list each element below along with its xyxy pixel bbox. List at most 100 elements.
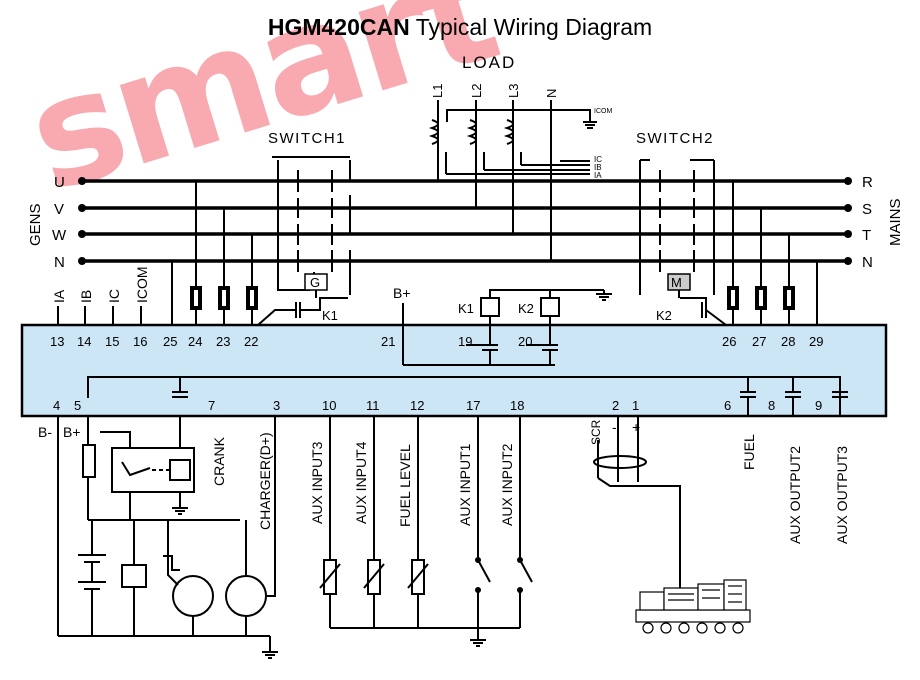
fuse-inner	[194, 290, 791, 306]
bus-lines	[82, 179, 848, 263]
gens-line-u: U	[54, 174, 65, 191]
gens-line-n: N	[54, 254, 65, 271]
aux-input-wiring	[319, 416, 533, 647]
crank-label: CRANK	[211, 436, 227, 486]
terminal-14: 14	[77, 334, 91, 349]
relay-k2-label: K2	[518, 301, 534, 316]
terminal-8: 8	[768, 398, 775, 413]
scr-plus-label: +	[632, 419, 640, 435]
terminal-10: 10	[322, 398, 336, 413]
aux-input3-label: AUX INPUT3	[309, 441, 325, 524]
k2-output-wiring	[678, 290, 727, 326]
title-text: Typical Wiring Diagram	[409, 14, 653, 40]
load-phase-l2: L2	[469, 84, 484, 98]
switch1-contacts	[272, 156, 351, 295]
terminal-12: 12	[410, 398, 424, 413]
input-label-icom: ICOM	[134, 266, 150, 303]
terminal-23: 23	[216, 334, 230, 349]
title-model: HGM420CAN	[267, 14, 410, 40]
relay-k1-label: K1	[458, 301, 474, 316]
ct-label-ib: IB	[594, 163, 602, 172]
battery-crank-wiring	[57, 416, 278, 659]
crank-relay	[121, 459, 191, 586]
relay-k2-coil	[540, 297, 560, 317]
terminal-13: 13	[50, 334, 64, 349]
mains-line-t: T	[862, 227, 871, 244]
switch1-label: SWITCH1	[268, 130, 346, 147]
mains-line-r: R	[862, 174, 873, 191]
switch2-m-label: M	[671, 275, 682, 290]
terminal-3: 3	[273, 398, 280, 413]
ct-label-icom: ICOM	[594, 108, 612, 115]
switch1-g-label: G	[310, 275, 320, 290]
k2-switch-label: K2	[656, 308, 672, 323]
terminal-4: 4	[53, 398, 60, 413]
mains-line-s: S	[862, 201, 872, 218]
terminal-19: 19	[458, 334, 472, 349]
terminal-2: 2	[612, 398, 619, 413]
battery-minus-label: B-	[38, 424, 52, 440]
diagram-title: HGM420CAN Typical Wiring Diagram	[0, 14, 920, 41]
terminal-18: 18	[510, 398, 524, 413]
terminal-1: 1	[632, 398, 639, 413]
battery-plus-label: B+	[63, 424, 81, 440]
terminal-16: 16	[133, 334, 147, 349]
gens-label: GENS	[27, 203, 44, 246]
terminal-7: 7	[208, 398, 215, 413]
terminal-11: 11	[366, 398, 380, 413]
scr-minus-label: -	[612, 419, 617, 435]
aux-output2-label: AUX OUTPUT2	[787, 446, 803, 544]
aux-input4-label: AUX INPUT4	[353, 441, 369, 524]
terminal-15: 15	[105, 334, 119, 349]
terminal-22: 22	[244, 334, 258, 349]
terminal-6: 6	[724, 398, 731, 413]
switch2-label: SWITCH2	[636, 130, 714, 147]
terminal-24: 24	[188, 334, 202, 349]
output-wiring	[747, 397, 841, 416]
genset-icon	[635, 579, 751, 634]
terminal-17: 17	[466, 398, 480, 413]
ct-label-ic: IC	[594, 155, 602, 164]
k1-output-wiring	[257, 290, 348, 326]
ct-label-ia: IA	[594, 171, 602, 180]
aux-output3-label: AUX OUTPUT3	[834, 446, 850, 544]
input-label-ib: IB	[78, 290, 94, 303]
terminal-5: 5	[74, 398, 81, 413]
ground-icon	[583, 113, 597, 129]
bus-terminals	[78, 177, 852, 265]
load-label: LOAD	[462, 53, 516, 72]
fuel-level-label: FUEL LEVEL	[397, 444, 413, 527]
terminal-20: 20	[518, 334, 532, 349]
current-transformers	[428, 109, 591, 175]
load-phase-l1: L1	[430, 84, 445, 98]
bottom-terminal-numbers: 4 5 7 3 10 11 12 17 18 2 1 6 8 9	[53, 398, 822, 413]
relay-ground-icon	[596, 290, 612, 301]
gens-line-v: V	[54, 201, 64, 218]
input-label-ia: IA	[51, 289, 67, 303]
terminal-27: 27	[752, 334, 766, 349]
charger-label: CHARGER(D+)	[257, 432, 273, 530]
relay-bplus-label: B+	[393, 285, 411, 301]
switch2-contacts	[639, 159, 715, 295]
aux-input-dots	[475, 557, 523, 593]
relay-k1-coil	[480, 297, 500, 317]
mains-line-n: N	[862, 254, 873, 271]
gens-line-w: W	[52, 227, 67, 244]
k1-switch-label: K1	[322, 308, 338, 323]
scr-label: SCR	[589, 419, 603, 445]
fuel-label: FUEL	[741, 434, 757, 470]
top-terminal-numbers: 13 14 15 16 25 24 23 22 21 19 20 26 27 2…	[50, 334, 823, 349]
terminal-25: 25	[163, 334, 177, 349]
terminal-29: 29	[809, 334, 823, 349]
terminal-9: 9	[815, 398, 822, 413]
load-phase-l3: L3	[506, 84, 521, 98]
terminal-28: 28	[781, 334, 795, 349]
input-label-ic: IC	[106, 289, 122, 303]
terminal-26: 26	[722, 334, 736, 349]
scr-wiring	[593, 416, 681, 590]
aux-input1-label: AUX INPUT1	[457, 443, 473, 526]
aux-input2-label: AUX INPUT2	[499, 443, 515, 526]
terminal-21: 21	[381, 334, 395, 349]
top-input-wires	[57, 306, 142, 325]
